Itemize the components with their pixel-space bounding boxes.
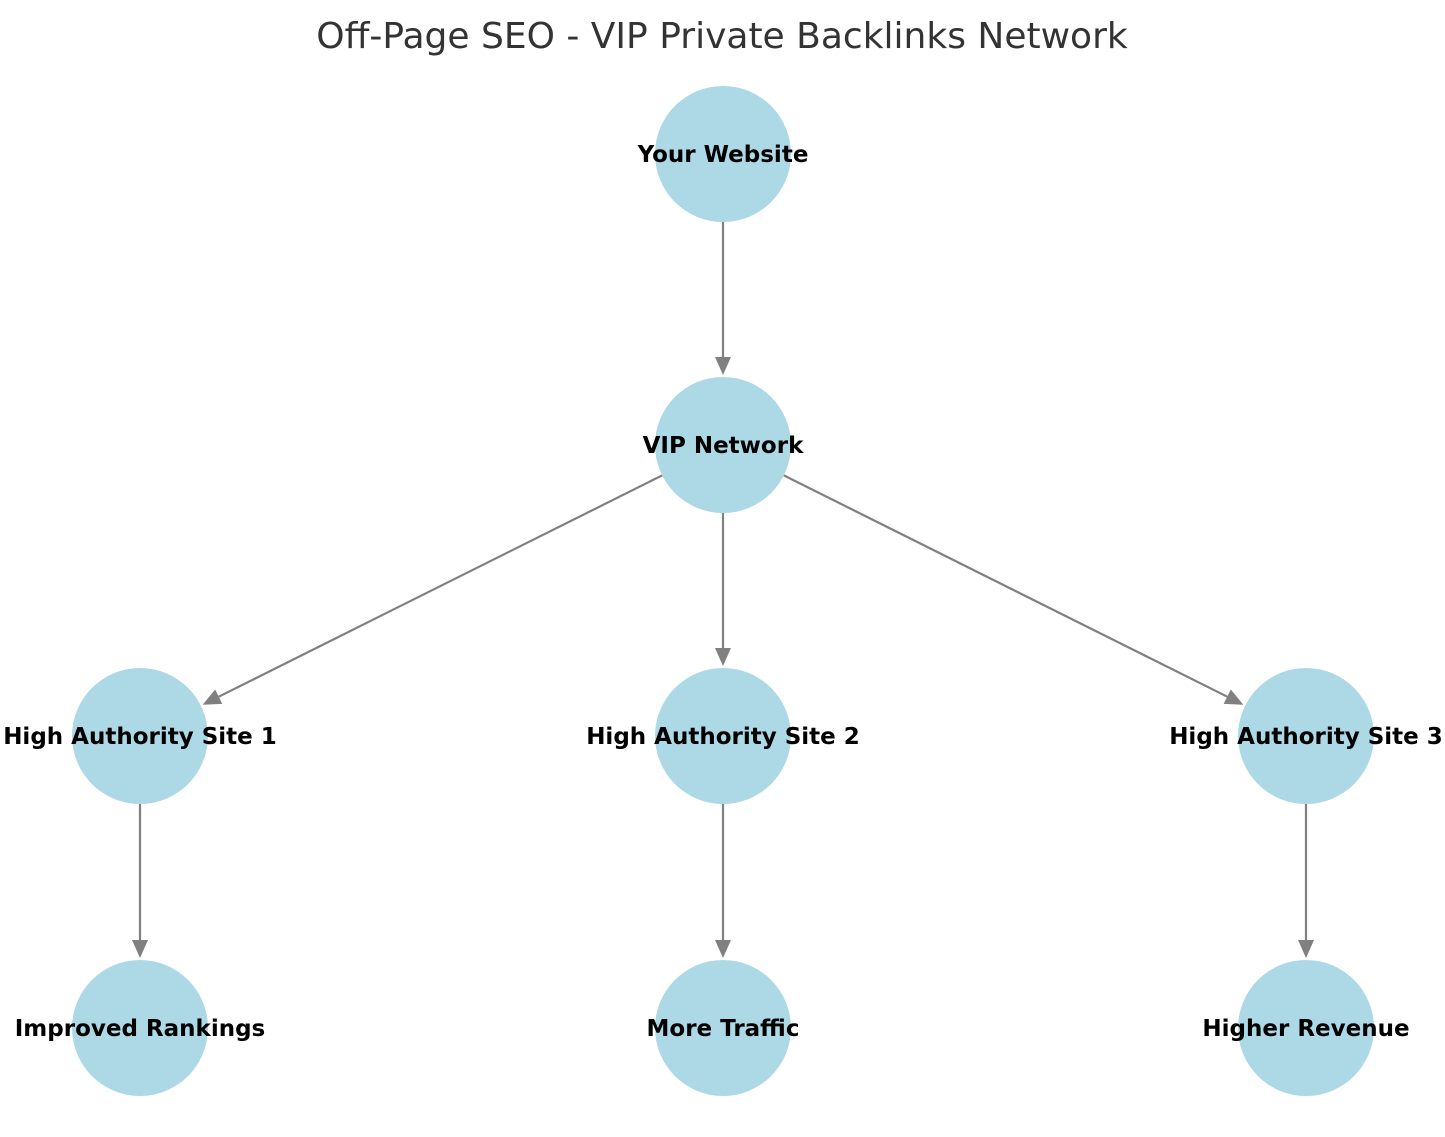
edge-network-to-site2 bbox=[715, 513, 731, 666]
node-circle bbox=[655, 960, 791, 1096]
node-circle bbox=[655, 86, 791, 222]
arrowhead-icon bbox=[1223, 689, 1244, 705]
arrowhead-icon bbox=[715, 357, 731, 375]
edges-layer bbox=[132, 222, 1314, 958]
edge-site3-to-revenue bbox=[1298, 804, 1314, 958]
node-site3: High Authority Site 3 bbox=[1169, 668, 1443, 804]
node-circle bbox=[1238, 960, 1374, 1096]
edge-site2-to-traffic bbox=[715, 804, 731, 958]
node-label: High Authority Site 3 bbox=[1169, 724, 1443, 750]
node-network: VIP Network bbox=[643, 377, 804, 513]
edge-line bbox=[218, 474, 663, 698]
edge-network-to-site3 bbox=[783, 474, 1244, 705]
node-label: High Authority Site 2 bbox=[586, 724, 860, 750]
diagram-title: Off-Page SEO - VIP Private Backlinks Net… bbox=[316, 16, 1128, 57]
node-circle bbox=[72, 668, 208, 804]
node-site2: High Authority Site 2 bbox=[586, 668, 860, 804]
edge-line bbox=[783, 474, 1228, 698]
node-label: Your Website bbox=[637, 142, 809, 168]
node-circle bbox=[655, 668, 791, 804]
node-website: Your Website bbox=[637, 86, 809, 222]
node-circle bbox=[1238, 668, 1374, 804]
node-circle bbox=[72, 960, 208, 1096]
edge-site1-to-rankings bbox=[132, 804, 148, 958]
node-site1: High Authority Site 1 bbox=[3, 668, 277, 804]
node-circle bbox=[655, 377, 791, 513]
node-label: High Authority Site 1 bbox=[3, 724, 277, 750]
node-label: More Traffic bbox=[647, 1016, 800, 1042]
arrowhead-icon bbox=[715, 940, 731, 958]
arrowhead-icon bbox=[715, 648, 731, 666]
node-rankings: Improved Rankings bbox=[15, 960, 266, 1096]
arrowhead-icon bbox=[202, 689, 223, 705]
edge-website-to-network bbox=[715, 222, 731, 375]
edge-network-to-site1 bbox=[202, 474, 663, 705]
node-label: Higher Revenue bbox=[1202, 1016, 1409, 1042]
node-traffic: More Traffic bbox=[647, 960, 800, 1096]
node-revenue: Higher Revenue bbox=[1202, 960, 1410, 1096]
node-label: VIP Network bbox=[643, 433, 804, 459]
arrowhead-icon bbox=[132, 940, 148, 958]
arrowhead-icon bbox=[1298, 940, 1314, 958]
node-label: Improved Rankings bbox=[15, 1016, 266, 1042]
